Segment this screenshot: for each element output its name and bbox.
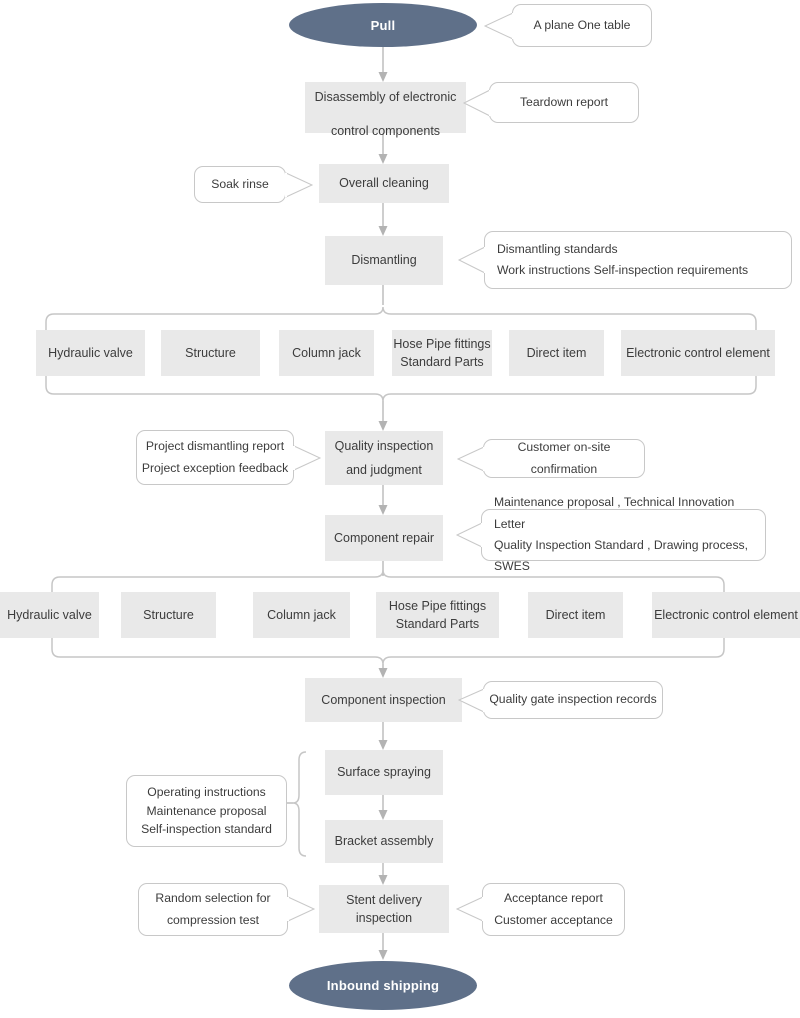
process-node-stent-delivery: Stent delivery inspection xyxy=(319,885,449,933)
category-label: Direct item xyxy=(545,607,606,622)
process-node-quality-inspection: Quality inspection and judgment xyxy=(325,431,443,485)
callout-tail-project-reports xyxy=(293,445,322,471)
node-line-2: inspection xyxy=(355,911,413,926)
process-node-component-inspection: Component inspection xyxy=(305,678,462,722)
callout-compression-test: Random selection for compression test xyxy=(138,883,288,936)
process-node-disassembly: Disassembly of electronic control compon… xyxy=(305,82,466,138)
callout-soak-rinse: Soak rinse xyxy=(194,166,286,203)
callout-line-3: Self-inspection standard xyxy=(141,822,272,837)
node-line-1: Surface spraying xyxy=(337,765,431,780)
category-label: Column jack xyxy=(267,607,336,622)
callout-line: A plane One table xyxy=(533,17,631,32)
process-node-overall-cleaning: Overall cleaning xyxy=(319,164,449,203)
callout-line-2: Maintenance proposal xyxy=(146,803,267,818)
callout-line: Quality gate inspection records xyxy=(489,692,657,707)
callout-line-1: Random selection for xyxy=(155,891,271,906)
callout-line-1: Operating instructions xyxy=(147,784,266,799)
callout-tail-maintenance-docs xyxy=(455,522,483,548)
node-line-1: Overall cleaning xyxy=(339,176,429,191)
category-box-column-jack-bottom: Column jack xyxy=(253,592,350,638)
start-terminator-label: Pull xyxy=(370,17,396,33)
node-line-1: Component inspection xyxy=(321,692,446,707)
category-box-hydraulic-valve-top: Hydraulic valve xyxy=(36,330,145,376)
category-box-hose-pipe-fittings-bottom: Hose Pipe fittings Standard Parts xyxy=(376,592,499,638)
category-box-structure-top: Structure xyxy=(161,330,260,376)
process-node-bracket-assembly: Bracket assembly xyxy=(325,820,443,863)
node-line-1: Disassembly of electronic xyxy=(314,90,457,104)
category-label-line-1: Hose Pipe fittings xyxy=(388,598,487,613)
callout-tail-acceptance xyxy=(455,896,484,922)
callout-line-2: Customer acceptance xyxy=(494,912,613,927)
callout-tail-dismantling-standards xyxy=(457,246,486,274)
callout-dismantling-standards: Dismantling standards Work instructions … xyxy=(484,231,792,289)
category-box-hydraulic-valve-bottom: Hydraulic valve xyxy=(0,592,99,638)
start-terminator: Pull xyxy=(289,3,477,47)
callout-operating-instructions: Operating instructions Maintenance propo… xyxy=(126,775,287,847)
category-label: Hydraulic valve xyxy=(48,345,133,360)
category-box-electronic-control-element-top: Electronic control element xyxy=(621,330,775,376)
category-box-direct-item-bottom: Direct item xyxy=(528,592,623,638)
process-node-surface-spraying: Surface spraying xyxy=(325,750,443,795)
callout-teardown-report: Teardown report xyxy=(489,82,639,123)
category-label: Column jack xyxy=(292,345,361,360)
callout-line-2: Project exception feedback xyxy=(141,460,289,475)
category-label: Direct item xyxy=(526,345,587,360)
category-box-column-jack-top: Column jack xyxy=(279,330,374,376)
category-label-line-1: Hose Pipe fittings xyxy=(393,336,491,351)
callout-tail-a-plane-one-table xyxy=(483,12,514,40)
callout-line-1: Project dismantling report xyxy=(145,439,285,454)
callout-a-plane-one-table: A plane One table xyxy=(512,4,652,47)
category-box-direct-item-top: Direct item xyxy=(509,330,604,376)
node-line-2: and judgment xyxy=(346,462,422,477)
category-label: Electronic control element xyxy=(654,607,798,622)
node-line-1: Component repair xyxy=(333,530,435,545)
category-box-hose-pipe-fittings-top: Hose Pipe fittings Standard Parts xyxy=(392,330,492,376)
callout-line-2: Work instructions Self-inspection requir… xyxy=(497,263,749,277)
callout-line-1: Acceptance report xyxy=(504,891,603,906)
callout-maintenance-docs: Maintenance proposal , Technical Innovat… xyxy=(481,495,766,573)
category-label: Structure xyxy=(143,607,194,622)
category-label-line-2: Standard Parts xyxy=(395,617,480,631)
callout-tail-quality-gate-records xyxy=(457,688,485,713)
callout-line-2: Quality Inspection Standard , Drawing pr… xyxy=(494,538,749,574)
callout-customer-confirmation: Customer on-site confirmation xyxy=(483,439,645,478)
category-label: Electronic control element xyxy=(626,345,770,360)
callout-line-2: compression test xyxy=(166,912,260,927)
callout-tail-teardown-report xyxy=(462,89,491,117)
callout-acceptance: Acceptance report Customer acceptance xyxy=(482,883,625,936)
callout-quality-gate-records: Quality gate inspection records xyxy=(483,681,663,719)
callout-line-1: Dismantling standards xyxy=(497,241,618,256)
callout-tail-compression-test xyxy=(287,896,316,922)
callout-line: Customer on-site confirmation xyxy=(517,440,611,476)
category-box-structure-bottom: Structure xyxy=(121,592,216,638)
category-box-electronic-control-element-bottom: Electronic control element xyxy=(652,592,800,638)
process-node-dismantling: Dismantling xyxy=(325,236,443,285)
category-label: Hydraulic valve xyxy=(7,607,92,622)
category-label-line-2: Standard Parts xyxy=(400,355,484,369)
node-line-1: Bracket assembly xyxy=(334,834,434,849)
node-line-1: Stent delivery xyxy=(346,893,422,907)
end-terminator-label: Inbound shipping xyxy=(326,978,440,993)
process-node-component-repair: Component repair xyxy=(325,515,443,561)
callout-project-reports: Project dismantling report Project excep… xyxy=(136,430,294,485)
callout-tail-customer-confirmation xyxy=(456,446,485,472)
node-line-2: control components xyxy=(330,124,441,138)
node-line-1: Quality inspection xyxy=(334,439,434,453)
callout-tail-soak-rinse xyxy=(285,172,314,198)
category-label: Structure xyxy=(185,345,236,360)
callout-line: Teardown report xyxy=(519,94,609,109)
end-terminator: Inbound shipping xyxy=(289,961,477,1010)
node-line-1: Dismantling xyxy=(351,253,417,268)
callout-line: Soak rinse xyxy=(211,176,269,191)
callout-line-1: Maintenance proposal , Technical Innovat… xyxy=(494,495,735,531)
